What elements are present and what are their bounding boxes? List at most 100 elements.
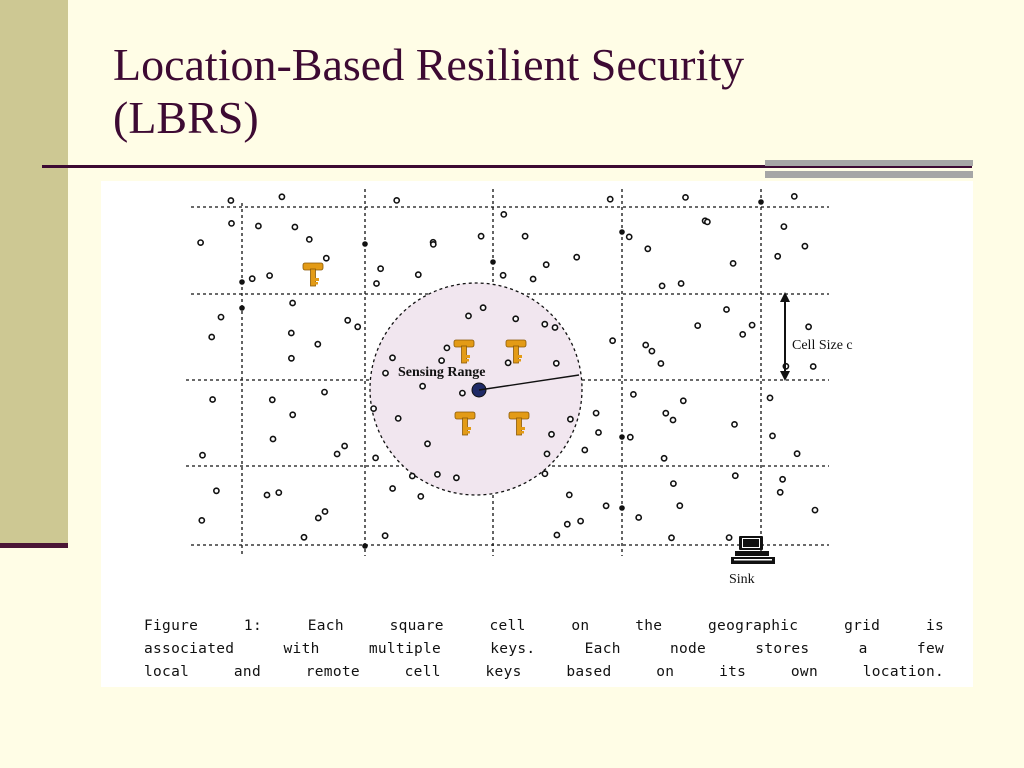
- sensor-node-icon: [389, 485, 396, 492]
- sensor-node-icon: [669, 416, 677, 424]
- caption-line-2: associated with multiple keys. Each node…: [144, 641, 944, 657]
- cell-size-indicator: [780, 292, 790, 381]
- sensor-node-icon: [542, 261, 550, 269]
- sensor-node-icon: [289, 299, 296, 307]
- sensor-node-icon: [208, 333, 216, 341]
- grid-diagram: Sensing Range Cell Size c Sink: [186, 189, 853, 587]
- sensor-node-icon: [543, 450, 551, 458]
- sensor-node-icon: [479, 304, 487, 312]
- sensor-node-icon: [780, 223, 788, 230]
- sensor-node-icon: [670, 480, 677, 487]
- sensor-node-icon: [289, 411, 297, 419]
- sensor-node-icon: [521, 232, 529, 240]
- sensor-node-icon: [625, 233, 633, 241]
- sensor-node-icon: [676, 502, 684, 510]
- sensor-node-icon: [630, 390, 637, 398]
- sensor-node-icon: [731, 420, 738, 428]
- sensor-node-icon: [725, 534, 733, 541]
- sensor-node-icon: [458, 389, 466, 397]
- sensor-node-icon: [419, 382, 426, 390]
- sensor-node-icon: [606, 195, 614, 203]
- sensor-node-icon: [677, 280, 685, 287]
- slide-title-line2: (LBRS): [113, 92, 259, 143]
- grid-junction-node: [362, 241, 368, 247]
- sensor-node-icon: [228, 220, 235, 227]
- sensor-node-icon: [565, 491, 573, 499]
- sensor-node-icon: [766, 394, 774, 402]
- sensor-node-icon: [414, 271, 422, 279]
- sensor-node-icon: [333, 450, 341, 458]
- sensor-node-icon: [443, 344, 451, 352]
- grid-junction-node: [619, 434, 625, 440]
- sensor-node-icon: [723, 306, 730, 313]
- sensor-node-icon: [657, 360, 665, 367]
- sensor-node-icon: [341, 442, 348, 450]
- sensor-node-icon: [268, 396, 276, 404]
- sensor-node-icon: [642, 341, 650, 349]
- sensor-node-icon: [581, 446, 589, 454]
- sensor-node-icon: [660, 454, 668, 462]
- left-accent-underline: [0, 543, 68, 548]
- sensor-node-icon: [452, 474, 460, 482]
- sensor-node-icon: [198, 516, 206, 524]
- caption-line-1: Figure 1: Each square cell on the geogra…: [144, 618, 944, 634]
- sensor-node-icon: [793, 450, 801, 458]
- key-icon: [508, 411, 530, 436]
- sensor-node-icon: [573, 253, 581, 261]
- sensor-node-icon: [429, 241, 437, 248]
- sensor-node-icon: [563, 520, 571, 528]
- sensor-node-icon: [305, 236, 313, 243]
- caption-line-3: local and remote cell keys based on its …: [144, 664, 944, 680]
- sensor-node-icon: [393, 196, 401, 204]
- sensor-node-icon: [254, 222, 262, 230]
- figure-panel: Sensing Range Cell Size c Sink Figure 1:…: [101, 181, 973, 687]
- sensor-node-icon: [779, 475, 786, 483]
- sensor-node-icon: [658, 282, 666, 290]
- sensor-node-icon: [321, 388, 328, 396]
- sensor-node-icon: [512, 315, 520, 323]
- sensor-node-icon: [577, 517, 584, 525]
- sensor-node-icon: [626, 433, 634, 441]
- title-divider: [42, 165, 972, 168]
- sensor-node-icon: [704, 218, 711, 226]
- sensor-node-icon: [644, 245, 652, 253]
- sensor-node-icon: [263, 491, 271, 499]
- sensor-node-icon: [595, 429, 602, 436]
- sensor-node-icon: [370, 405, 377, 412]
- sensor-node-icon: [354, 323, 362, 331]
- sensor-node-icon: [682, 193, 689, 201]
- sensor-node-icon: [648, 347, 656, 355]
- sensor-node-icon: [609, 337, 616, 345]
- sensor-node-icon: [774, 252, 782, 260]
- computer-icon: [731, 536, 775, 564]
- sensor-node-icon: [769, 432, 776, 440]
- sensor-node-icon: [433, 470, 441, 478]
- sensor-node-icon: [381, 532, 389, 540]
- key-icon: [302, 262, 324, 287]
- sensor-node-icon: [266, 272, 273, 279]
- sensor-node-icon: [199, 451, 206, 459]
- sensor-node-icon: [322, 254, 330, 262]
- sink-label: Sink: [729, 572, 755, 587]
- sensor-node-icon: [269, 435, 277, 443]
- sensor-node-icon: [314, 514, 322, 522]
- sensor-node-icon: [662, 409, 670, 417]
- sensing-range-label: Sensing Range: [398, 365, 486, 380]
- sensor-node-icon: [389, 354, 396, 362]
- sensor-node-icon: [217, 313, 225, 321]
- sensor-node-icon: [668, 534, 675, 542]
- sensor-node-icon: [694, 322, 702, 329]
- sensor-node-icon: [394, 414, 402, 422]
- sensor-node-icon: [287, 329, 295, 337]
- sensor-node-icon: [213, 487, 220, 495]
- sensor-node-icon: [209, 396, 216, 403]
- sensing-radius-line: [478, 374, 580, 391]
- key-icon: [454, 411, 476, 436]
- sensor-node-icon: [424, 440, 431, 448]
- grid-junction-node: [362, 543, 368, 549]
- sensor-node-icon: [548, 430, 555, 438]
- cell-keys: [302, 262, 530, 436]
- sensor-node-icon: [344, 316, 352, 324]
- grid-junction-node: [239, 279, 245, 285]
- accent-bar-bottom: [765, 171, 973, 178]
